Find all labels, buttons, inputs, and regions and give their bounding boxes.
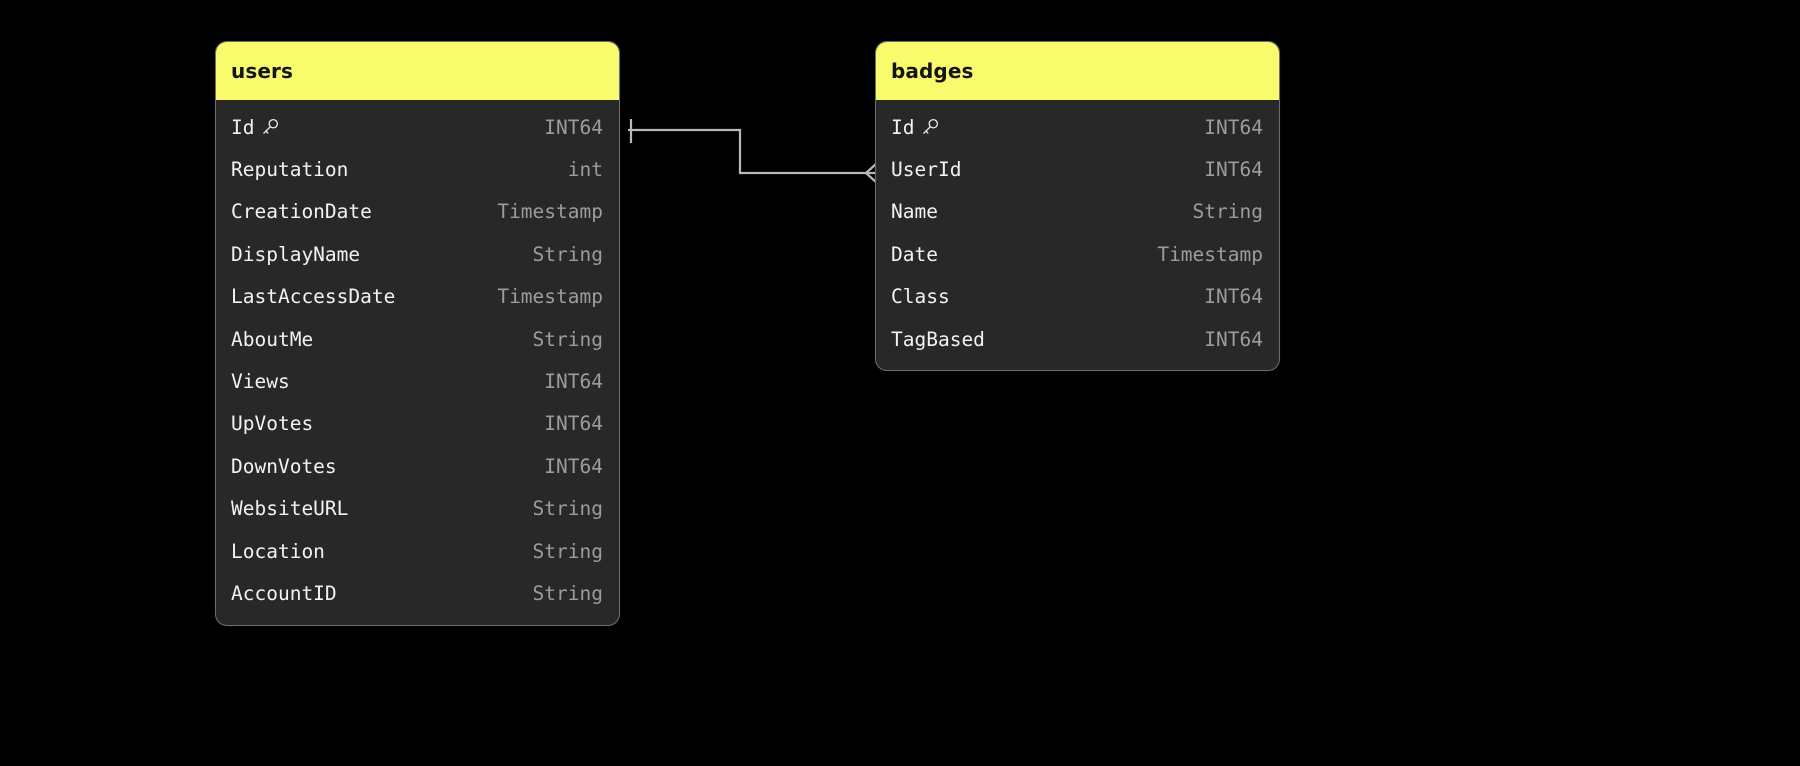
field-name: Location [231,539,325,563]
field-type: INT64 [544,115,603,139]
field-type: Timestamp [1157,242,1263,266]
relationship-line-users-badges [628,128,866,175]
field-type: String [532,539,603,563]
field-name: TagBased [891,327,985,351]
key-icon [921,117,940,136]
field-row[interactable]: CreationDate Timestamp [216,191,619,233]
field-name: DownVotes [231,454,337,478]
field-name: AccountID [231,581,337,605]
entity-card-badges[interactable]: badges Id INT64 UserId [875,41,1280,372]
field-type: String [1192,200,1263,224]
field-type: INT64 [1204,327,1263,351]
field-type: INT64 [544,370,603,394]
entity-fields-users: Id INT64 Reputation int CreationDate [216,100,619,625]
field-type: int [567,158,603,182]
field-row[interactable]: Class INT64 [876,276,1279,318]
field-type: INT64 [1204,285,1263,309]
field-type: INT64 [1204,158,1263,182]
field-name: LastAccessDate [231,285,396,309]
entity-fields-badges: Id INT64 UserId INT64 Name S [876,100,1279,370]
field-name: Date [891,242,938,266]
field-row[interactable]: AccountID String [216,572,619,614]
field-type: INT64 [544,454,603,478]
field-name: DisplayName [231,242,361,266]
field-name: Reputation [231,158,349,182]
field-type: INT64 [1204,115,1263,139]
field-name: Views [231,370,290,394]
field-row[interactable]: AboutMe String [216,318,619,360]
field-row[interactable]: WebsiteURL String [216,488,619,530]
field-row[interactable]: UserId INT64 [876,148,1279,190]
field-row[interactable]: DownVotes INT64 [216,445,619,487]
field-row[interactable]: LastAccessDate Timestamp [216,276,619,318]
field-row[interactable]: Reputation int [216,148,619,190]
field-row[interactable]: Id INT64 [876,106,1279,148]
field-row[interactable]: Id INT64 [216,106,619,148]
entity-header-badges[interactable]: badges [876,42,1279,100]
field-row[interactable]: UpVotes INT64 [216,403,619,445]
field-row[interactable]: Location String [216,530,619,572]
field-name: UpVotes [231,412,314,436]
field-name: Class [891,285,950,309]
field-row[interactable]: TagBased INT64 [876,318,1279,360]
field-type: String [532,242,603,266]
field-type: String [532,497,603,521]
field-name: AboutMe [231,327,314,351]
entity-title: badges [891,59,974,83]
field-name: Name [891,200,938,224]
field-type: String [532,327,603,351]
entity-title: users [231,59,293,83]
entity-card-users[interactable]: users Id INT64 Reputation [215,41,620,626]
field-type: Timestamp [497,200,603,224]
field-row[interactable]: Views INT64 [216,360,619,402]
field-type: INT64 [544,412,603,436]
field-type: Timestamp [497,285,603,309]
field-name: Id [231,116,280,139]
field-name: CreationDate [231,200,372,224]
entity-header-users[interactable]: users [216,42,619,100]
field-type: String [532,581,603,605]
key-icon [261,117,280,136]
field-name: UserId [891,158,962,182]
field-name: WebsiteURL [231,497,349,521]
field-name: Id [891,116,940,139]
field-row[interactable]: Name String [876,191,1279,233]
field-row[interactable]: DisplayName String [216,233,619,275]
field-row[interactable]: Date Timestamp [876,233,1279,275]
